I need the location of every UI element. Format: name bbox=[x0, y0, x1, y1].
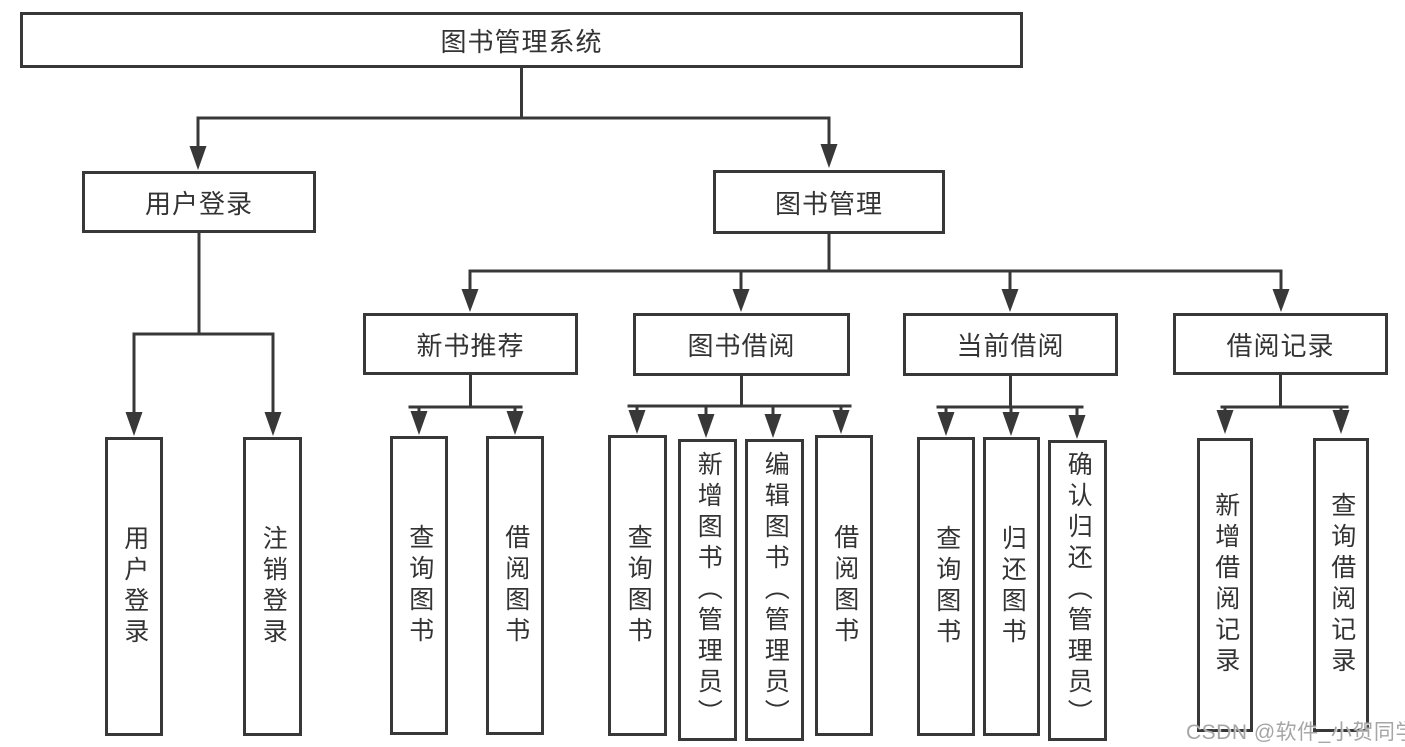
node-borrow-records: 借阅记录 bbox=[1173, 313, 1388, 375]
leaf-user-login-label: 用户登录 bbox=[120, 524, 149, 649]
leaf-nb-query-books-label: 查询图书 bbox=[405, 523, 434, 648]
leaf-bb-borrow-books: 借阅图书 bbox=[815, 435, 873, 736]
leaf-bb-edit-books-admin: 编辑图书（管理员） bbox=[745, 439, 804, 741]
leaf-cb-return-books-label: 归还图书 bbox=[998, 524, 1027, 649]
node-book-mgmt-label: 图书管理 bbox=[774, 188, 883, 219]
arrowhead-bb-edit bbox=[764, 414, 782, 438]
arrowhead-new-book bbox=[461, 289, 479, 312]
leaf-br-add-record: 新增借阅记录 bbox=[1197, 438, 1253, 732]
arrowhead-nb-borrow bbox=[506, 411, 524, 435]
arrowhead-br-query bbox=[1332, 410, 1350, 434]
leaf-bb-query-books: 查询图书 bbox=[608, 435, 667, 736]
arrowhead-leaf-user-login bbox=[125, 412, 143, 436]
arrowhead-bb-query bbox=[628, 410, 646, 434]
arrowhead-book-mgmt bbox=[820, 144, 838, 168]
leaf-logout: 注销登录 bbox=[243, 437, 302, 736]
leaf-cb-query-books: 查询图书 bbox=[917, 437, 975, 736]
node-root-label: 图书管理系统 bbox=[440, 26, 603, 57]
arrowhead-nb-query bbox=[410, 411, 428, 435]
node-user-login-label: 用户登录 bbox=[144, 188, 253, 219]
node-book-mgmt: 图书管理 bbox=[713, 170, 945, 234]
arrowhead-book-borrow bbox=[732, 289, 750, 312]
node-borrow-records-label: 借阅记录 bbox=[1226, 330, 1335, 361]
leaf-br-query-record-label: 查询借阅记录 bbox=[1327, 492, 1356, 678]
leaf-cb-query-books-label: 查询图书 bbox=[932, 524, 961, 649]
leaf-bb-add-books-admin: 新增图书（管理员） bbox=[678, 439, 737, 741]
leaf-bb-query-books-label: 查询图书 bbox=[624, 523, 653, 648]
leaf-bb-add-books-admin-label: 新增图书（管理员） bbox=[694, 450, 723, 730]
leaf-br-add-record-label: 新增借阅记录 bbox=[1211, 492, 1240, 678]
arrowhead-borrow-records bbox=[1272, 289, 1290, 312]
node-book-borrow: 图书借阅 bbox=[633, 313, 850, 376]
node-root: 图书管理系统 bbox=[20, 12, 1023, 68]
leaf-nb-borrow-books-label: 借阅图书 bbox=[501, 523, 530, 648]
leaf-nb-borrow-books: 借阅图书 bbox=[486, 436, 544, 735]
arrowhead-bb-borrow bbox=[832, 410, 850, 434]
node-user-login: 用户登录 bbox=[82, 171, 316, 233]
arrowhead-current-borrow bbox=[1001, 289, 1019, 312]
leaf-logout-label: 注销登录 bbox=[259, 524, 288, 649]
csdn-watermark: CSDN @软件_小贺同学 bbox=[1186, 721, 1405, 744]
leaf-br-query-record: 查询借阅记录 bbox=[1313, 438, 1369, 732]
arrowhead-br-add bbox=[1216, 410, 1234, 434]
arrowhead-cb-return bbox=[1002, 412, 1020, 436]
arrowhead-leaf-logout bbox=[264, 412, 282, 436]
node-current-borrow-label: 当前借阅 bbox=[956, 331, 1065, 361]
node-new-book: 新书推荐 bbox=[363, 313, 578, 375]
arrowhead-user-login bbox=[189, 146, 207, 170]
leaf-cb-confirm-return-admin: 确认归还（管理员） bbox=[1048, 440, 1107, 741]
leaf-bb-borrow-books-label: 借阅图书 bbox=[830, 523, 859, 648]
leaf-user-login: 用户登录 bbox=[105, 437, 163, 736]
leaf-bb-edit-books-admin-label: 编辑图书（管理员） bbox=[761, 450, 790, 730]
node-new-book-label: 新书推荐 bbox=[416, 330, 525, 361]
arrowhead-cb-query bbox=[937, 412, 955, 436]
arrowhead-cb-confirm bbox=[1068, 415, 1086, 439]
leaf-cb-return-books: 归还图书 bbox=[983, 437, 1040, 736]
leaf-nb-query-books: 查询图书 bbox=[390, 436, 448, 735]
leaf-cb-confirm-return-admin-label: 确认归还（管理员） bbox=[1064, 451, 1093, 730]
arrowhead-bb-add bbox=[697, 414, 715, 438]
node-current-borrow: 当前借阅 bbox=[903, 313, 1118, 376]
node-book-borrow-label: 图书借阅 bbox=[687, 331, 796, 361]
